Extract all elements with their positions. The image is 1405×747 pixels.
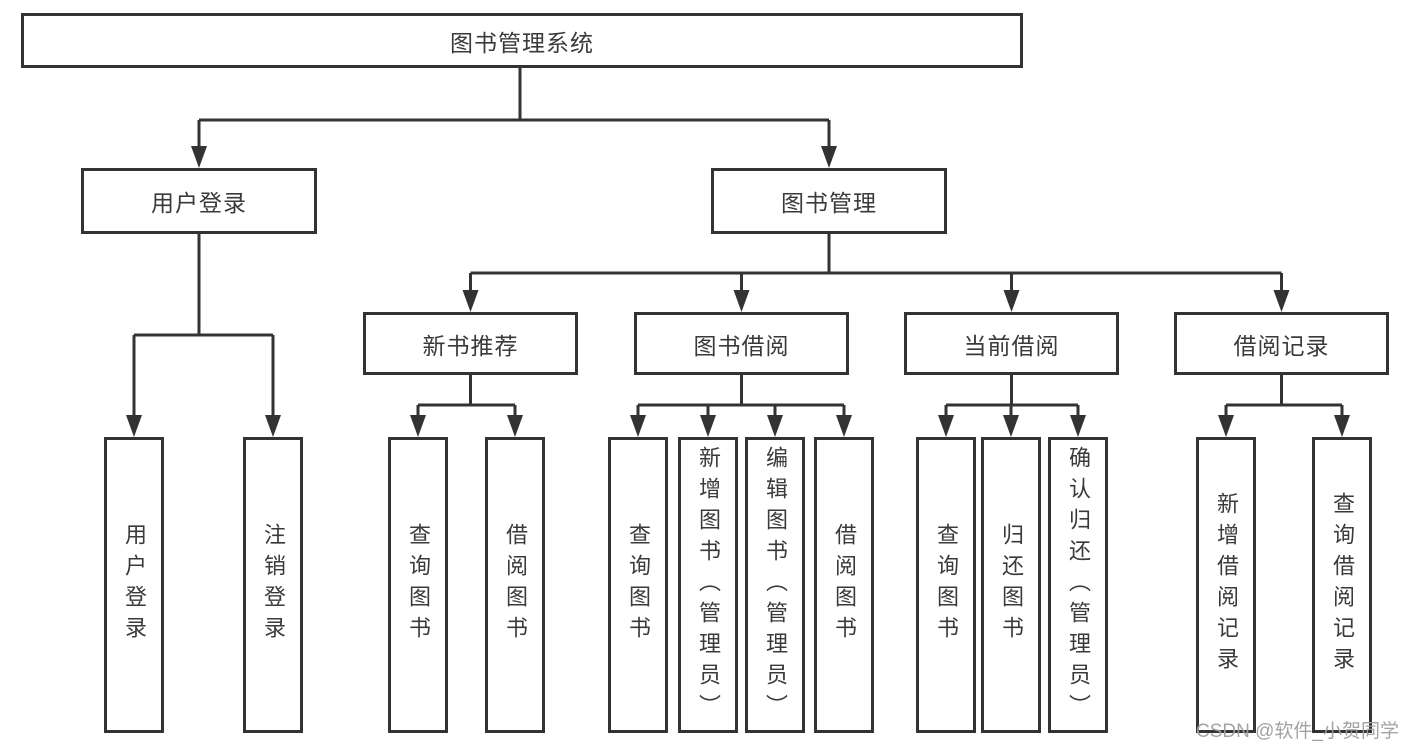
leaf-recommend-borrow-book: 借阅图书	[485, 437, 545, 733]
node-book-management-branch: 图书管理	[711, 168, 947, 234]
leaf-recommend-query-book: 查询图书	[388, 437, 448, 733]
leaf-logout: 注销登录	[243, 437, 303, 733]
leaf-borrowing-edit-book-admin: 编辑图书（管理员）	[745, 437, 805, 733]
leaf-records-query-record: 查询借阅记录	[1312, 437, 1372, 733]
leaf-borrowing-add-book-admin: 新增图书（管理员）	[678, 437, 738, 733]
node-borrowing-records: 借阅记录	[1174, 312, 1389, 375]
leaf-label: 查询借阅记录	[1330, 492, 1355, 678]
leaf-borrowing-query-book: 查询图书	[608, 437, 668, 733]
leaf-label: 查询图书	[406, 523, 431, 647]
node-label: 借阅记录	[1233, 332, 1330, 359]
node-user-login-branch: 用户登录	[81, 168, 317, 234]
node-book-borrowing: 图书借阅	[634, 312, 849, 375]
node-label: 用户登录	[151, 190, 247, 216]
leaf-label: 查询图书	[934, 523, 959, 647]
leaf-label: 新增借阅记录	[1214, 492, 1239, 678]
leaf-borrowing-borrow-book: 借阅图书	[814, 437, 874, 733]
node-new-book-recommend: 新书推荐	[363, 312, 578, 375]
leaf-current-query-book: 查询图书	[916, 437, 976, 733]
node-label: 图书管理系统	[450, 29, 594, 56]
leaf-label: 新增图书（管理员）	[696, 445, 721, 725]
leaf-label: 查询图书	[626, 523, 651, 647]
leaf-current-confirm-return-admin: 确认归还（管理员）	[1048, 437, 1108, 733]
watermark: CSDN @软件_小贺同学	[1196, 721, 1399, 742]
node-current-borrowing: 当前借阅	[904, 312, 1119, 375]
leaf-label: 确认归还（管理员）	[1066, 445, 1091, 725]
leaf-label: 用户登录	[122, 523, 147, 647]
leaf-label: 归还图书	[999, 523, 1024, 647]
leaf-label: 借阅图书	[832, 523, 857, 647]
node-label: 图书管理	[781, 190, 877, 216]
node-root-system: 图书管理系统	[21, 13, 1023, 68]
leaf-label: 注销登录	[261, 523, 286, 647]
leaf-records-add-record: 新增借阅记录	[1196, 437, 1256, 733]
leaf-current-return-book: 归还图书	[981, 437, 1041, 733]
node-label: 当前借阅	[963, 332, 1060, 359]
node-label: 新书推荐	[422, 332, 519, 359]
node-label: 图书借阅	[693, 332, 790, 359]
leaf-user-login: 用户登录	[104, 437, 164, 733]
connector-segments	[132, 68, 1344, 432]
leaf-label: 借阅图书	[503, 523, 528, 647]
leaf-label: 编辑图书（管理员）	[763, 445, 788, 725]
